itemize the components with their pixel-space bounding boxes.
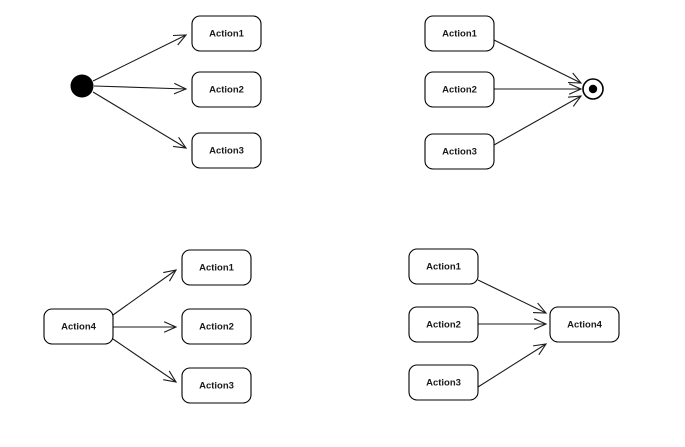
arrowhead-icon [568,83,583,95]
action-node-shape [408,306,479,343]
action-node-shape [408,364,479,401]
edge-group [92,34,188,149]
edge-action3-to-final [493,95,582,146]
edge-initial-to-action3 [92,91,187,149]
action-node-source[interactable]: Action4 [43,308,114,345]
action-node-shape [181,308,252,345]
action-node[interactable]: Action2 [424,71,495,108]
action-node-shape [191,71,262,108]
action-node-shape [424,71,495,108]
arrowhead-icon [567,72,583,84]
action-node[interactable]: Action1 [181,249,252,286]
action-node-shape [181,367,252,404]
action-node-shape [408,248,479,285]
action-node[interactable]: Action1 [424,15,495,52]
edge-initial-to-action1 [92,34,187,82]
arrowhead-icon [163,269,178,282]
action-node-shape [549,306,620,343]
diagram-join-to-final: Action1 Action2 Action3 [424,15,604,170]
edge-action3-to-action4 [477,343,547,388]
arrowhead-icon [172,34,188,46]
diagram-join-to-action4: Action1 Action2 Action3 Action4 [408,248,620,401]
diagram-fork-from-initial: Action1 Action2 Action3 [70,15,262,169]
arrowhead-icon [163,370,178,383]
action-node-shape [424,133,495,170]
action-node-shape [181,249,252,286]
edge-group [112,269,178,383]
edge-action4-to-action3 [112,338,177,383]
diagram-fork-from-action4: Action4 Action1 Action2 Action3 [43,249,252,404]
arrowhead-icon [532,302,548,314]
arrowhead-icon [173,82,188,95]
action-node[interactable]: Action3 [181,367,252,404]
action-node-shape [191,15,262,52]
arrowhead-icon [173,137,188,149]
action-node-shape [424,15,495,52]
action-node[interactable]: Action1 [408,248,479,285]
edge-group [493,39,583,146]
edge-action1-to-final [493,39,582,84]
action-node-shape [43,308,114,345]
edge-action1-to-action4 [477,279,547,314]
final-node-dot [588,84,598,94]
arrowhead-icon [568,95,583,107]
edge-initial-to-action2 [93,85,187,90]
action-node[interactable]: Action3 [408,364,479,401]
edge-group [477,279,548,388]
arrowhead-icon [533,343,548,356]
action-node-target[interactable]: Action4 [549,306,620,343]
initial-node[interactable] [70,74,94,98]
action-node[interactable]: Action1 [191,15,262,52]
action-node[interactable]: Action3 [424,133,495,170]
action-node[interactable]: Action3 [191,132,262,169]
action-node[interactable]: Action2 [408,306,479,343]
arrowhead-icon [163,321,178,333]
action-node[interactable]: Action2 [191,71,262,108]
edge-action4-to-action1 [112,269,177,316]
action-node-shape [191,132,262,169]
action-node[interactable]: Action2 [181,308,252,345]
arrowhead-icon [533,318,548,330]
final-node[interactable] [582,78,604,100]
